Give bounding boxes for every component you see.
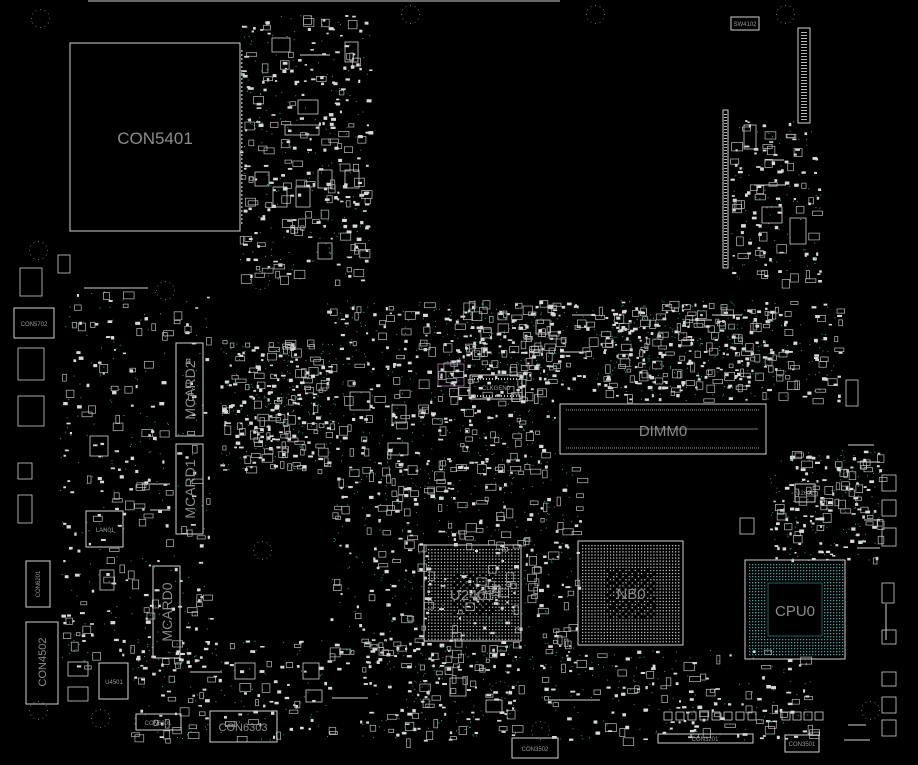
clkgen0-highlight [437,363,465,387]
lan01[interactable]: LAN01 [85,510,124,548]
mcard2[interactable]: MCARD2 [175,342,204,437]
clkgen0[interactable]: CLKGEN0 [469,374,523,400]
connector-strip-right-1 [722,109,729,269]
mcard1[interactable]: MCARD1 [175,443,204,535]
svg-text:MCARD0: MCARD0 [159,582,175,641]
con3501[interactable]: CON3501 [784,734,820,753]
mcard0[interactable]: MCARD0 [152,565,181,659]
u2401[interactable]: U2401 [423,544,522,642]
con3201[interactable]: CON3201 [657,733,754,744]
svg-text:MCARD1: MCARD1 [182,459,198,518]
con6303[interactable]: CON6303 [209,710,278,743]
svg-text:MCARD2: MCARD2 [182,360,198,419]
cpu0-balls [749,564,844,656]
cpu0[interactable]: CPU0 [744,559,846,660]
dimm0[interactable]: DIMM0 [559,403,767,455]
sw4102[interactable]: SW4102 [730,16,760,31]
small-parts-layer [17,32,897,741]
con5401[interactable]: CON5401 [69,42,241,232]
connector-strip-right-2 [797,27,811,124]
nb0[interactable]: NB0 [577,540,684,646]
svg-text:CLKGEN0: CLKGEN0 [482,386,511,392]
con5401-label: CON5401 [117,129,193,148]
u2602[interactable]: U2602 [794,483,816,503]
con5702[interactable]: CON5702 [13,307,55,339]
nb0-balls [582,545,680,643]
component-scatter-layer [29,5,888,748]
svg-text:SW4102: SW4102 [733,22,757,28]
con6201[interactable]: CON6201 [25,560,51,608]
svg-text:DIMM0: DIMM0 [639,423,687,440]
con3502[interactable]: CON3502 [511,737,559,759]
con6301[interactable]: CON6301 [135,713,182,731]
con4502[interactable]: CON4502 [25,621,59,705]
u4501[interactable]: U4501 [98,662,129,700]
u2401-balls [428,549,519,640]
